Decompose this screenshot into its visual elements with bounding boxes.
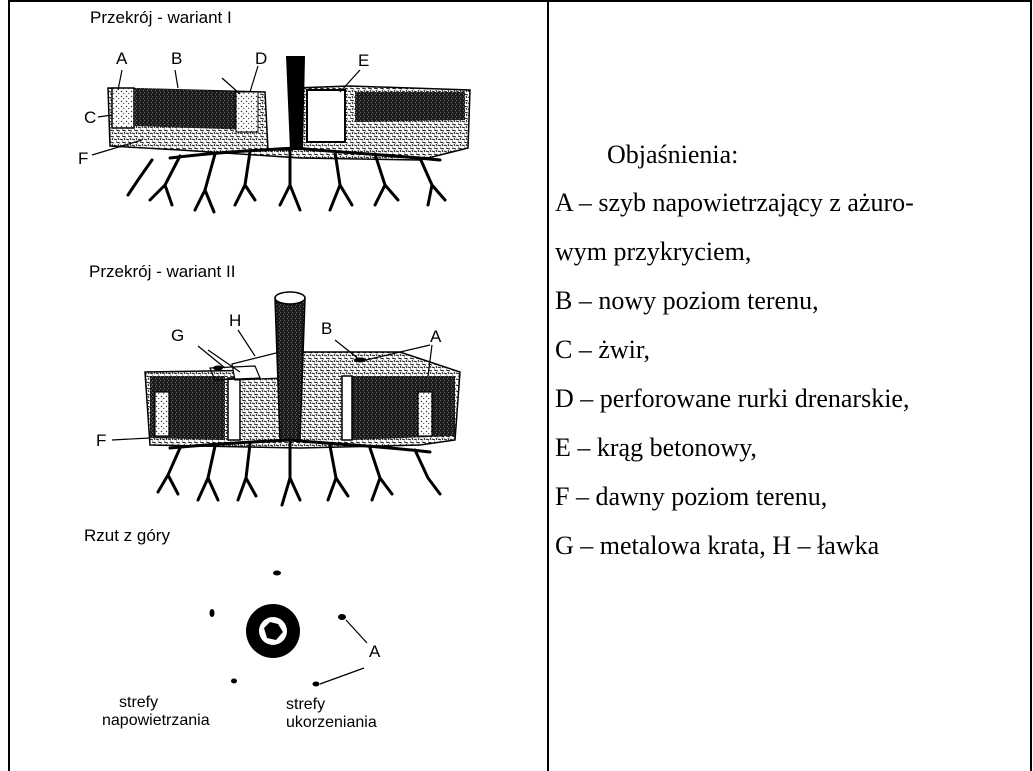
v2-trunk-top [275, 292, 305, 304]
legend-line-4: C – żwir, [555, 335, 650, 365]
zone-aeration-line-1: strefy [102, 694, 210, 712]
v2-label-g: G [171, 327, 184, 344]
v1-new-level-right [355, 92, 465, 122]
legend-line-6: E – krąg betonowy, [555, 433, 757, 463]
variant-1-section [92, 56, 470, 212]
section-title-variant-2: Przekrój - wariant II [89, 262, 235, 282]
v2-roots [158, 440, 440, 505]
v2-trunk [275, 298, 305, 440]
v1-ring-e [307, 90, 345, 142]
legend-line-8: G – metalowa krata, H – ławka [555, 531, 879, 561]
v1-shaft-a [112, 88, 134, 128]
v1-label-d: D [255, 50, 267, 67]
variant-2-section [112, 292, 460, 505]
legend-line-5: D – perforowane rurki drenarskie, [555, 384, 909, 414]
v2-label-a: A [430, 328, 441, 345]
legend-heading: Objaśnienia: [607, 140, 738, 170]
section-title-variant-1: Przekrój - wariant I [90, 8, 232, 28]
v1-label-e: E [358, 52, 369, 69]
plan-view [210, 571, 368, 687]
zone-rooting-caption: strefy ukorzeniania [286, 696, 377, 732]
v1-label-f: F [78, 150, 88, 167]
v2-bench-h [232, 352, 282, 380]
v2-shaft-a-left [155, 392, 169, 436]
section-title-plan: Rzut z góry [84, 526, 170, 546]
plan-label-a: A [369, 643, 380, 660]
v2-mark-1 [213, 366, 223, 371]
zone-aeration-line-2: napowietrzania [102, 712, 210, 730]
zone-rooting-line-1: strefy [286, 696, 377, 714]
legend-line-7: F – dawny poziom terenu, [555, 482, 827, 512]
v1-new-level [135, 88, 252, 130]
legend-line-2: wym przykryciem, [555, 237, 751, 267]
v1-drain-d [236, 92, 258, 132]
v2-label-b: B [321, 320, 332, 337]
legend-line-3: B – nowy poziom terenu, [555, 286, 819, 316]
v2-label-h: H [229, 312, 241, 329]
v2-shaft-a-right [418, 392, 432, 436]
v1-label-c: C [84, 109, 96, 126]
zone-rooting-line-2: ukorzeniania [286, 714, 377, 732]
v2-dark-layer-right [350, 376, 455, 440]
legend-line-1: A – szyb napowietrzający z ażuro- [555, 188, 914, 218]
v1-label-a: A [116, 50, 127, 67]
v2-label-f: F [96, 432, 106, 449]
plan-leaders [320, 620, 367, 684]
v1-trunk [286, 56, 305, 150]
zone-aeration-caption: strefy napowietrzania [102, 694, 210, 730]
v1-label-b: B [171, 50, 182, 67]
